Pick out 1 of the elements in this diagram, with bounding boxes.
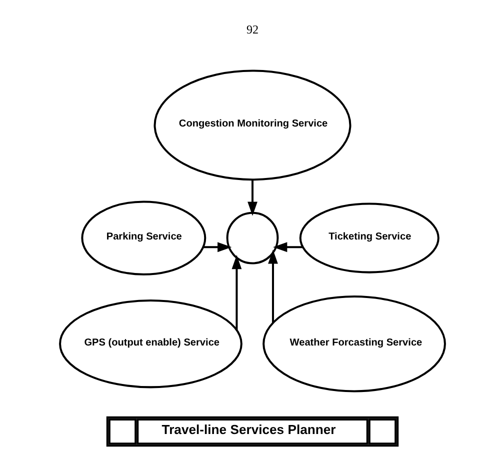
label: 92 xyxy=(246,22,258,37)
